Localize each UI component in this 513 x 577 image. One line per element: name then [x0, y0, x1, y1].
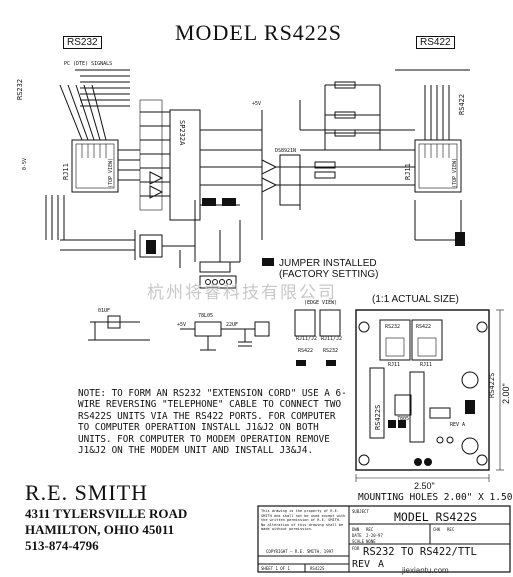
title-block-desc-label: FOR	[352, 546, 360, 551]
capacitor-c1-label: 22UF	[226, 322, 239, 328]
title-block-date-value: 2-20-97	[366, 533, 383, 538]
rs232-small-label: RS232	[323, 348, 339, 354]
title-block-desc: RS232 TO RS422/TTL	[363, 546, 477, 558]
board-rj11-a-label: RJ11	[388, 362, 401, 368]
company-address-1: 4311 TYLERSVILLE ROAD	[25, 506, 188, 521]
sp232a-label: SP232A	[178, 120, 186, 146]
board-outline	[355, 309, 490, 471]
ds8921n-label: DS8921N	[275, 148, 297, 154]
title-block-rev-value: A	[378, 559, 385, 570]
board-7805-label: 7805	[397, 416, 410, 422]
company-name: R.E. SMITH	[25, 480, 149, 505]
jumper-j1	[202, 198, 216, 206]
top-view-left-label: (TOP VIEW)	[108, 157, 114, 188]
sp232a-chip	[169, 109, 201, 221]
capacitor-c2-label: 01UF	[98, 308, 111, 314]
board-rs232-label: RS232	[385, 324, 401, 330]
title-block-copyright: COPYRIGHT — R.E. SMITH, 1997	[266, 549, 334, 554]
edge-view-label: (EDGE VIEW)	[304, 300, 338, 306]
pc-signals-label: PC (DTE) SIGNALS	[64, 61, 113, 67]
ds8921n-chip	[279, 154, 301, 206]
rj11-right-label: RJ11	[404, 163, 412, 180]
jumper-j2	[222, 198, 236, 206]
mounting-holes-label: MOUNTING HOLES 2.00" X 1.50"	[358, 492, 513, 503]
vcc-label-2: +5V	[177, 322, 187, 328]
page-title: MODEL RS422S	[175, 20, 343, 45]
jumper-legend-line2: (FACTORY SETTING)	[279, 269, 379, 280]
title-block-dwg: RS422S	[310, 566, 325, 571]
title-block-subject: MODEL RS422S	[394, 510, 478, 524]
actual-size-label: (1:1 ACTUAL SIZE)	[372, 294, 459, 305]
rs422-small-label: RS422	[298, 348, 314, 354]
company-block: R.E. SMITH 4311 TYLERSVILLE ROAD HAMILTO…	[25, 480, 187, 554]
board-left-label: RS422S	[374, 404, 382, 430]
title-block-scale-value: NONE	[366, 539, 376, 544]
rs422-port-label: RS422	[416, 36, 455, 49]
vcc-label-1: +5V	[252, 101, 262, 107]
jumper-legend-swatch	[262, 258, 274, 266]
title-block-rev-label: REV	[352, 559, 371, 570]
board-rs422-label: RS422	[416, 324, 432, 330]
title-block-subject-label: SUBJECT	[352, 509, 369, 514]
title-block	[257, 505, 511, 573]
board-rev-label: REV A	[450, 422, 466, 428]
regulator-label: 78L05	[198, 313, 214, 319]
side-rs232-label: RS232	[16, 78, 24, 100]
usage-note: NOTE: TO FORM AN RS232 "EXTENSION CORD" …	[78, 388, 347, 457]
company-address-2: HAMILTON, OHIO 45011	[25, 522, 175, 537]
board-width-dim: 2.50"	[414, 481, 435, 491]
title-block-dwn-value: REC	[366, 527, 374, 532]
top-view-right-label: (TOP VIEW)	[452, 157, 458, 188]
board-height-dim: 2.00"	[501, 383, 511, 404]
jumper-j4	[455, 232, 465, 246]
rj11-pair-label-b: RJ11/J2	[321, 336, 343, 342]
board-rj11-b-label: RJ11	[420, 362, 433, 368]
title-block-chk-label: CHK	[433, 527, 441, 532]
site-brand: jiexiantu.com	[402, 566, 449, 575]
rj11-pair-label-a: RJ11/J2	[296, 336, 318, 342]
jumper-j3	[146, 240, 156, 254]
rj11-left-label: RJ11	[62, 163, 70, 180]
title-block-notice: This drawing is the property of R.E. SMI…	[261, 509, 346, 532]
jumper-legend-line1: JUMPER INSTALLED	[279, 258, 377, 269]
rj11-left-connector	[71, 139, 119, 193]
title-block-chk-value: REC	[447, 527, 455, 532]
jumper-legend: JUMPER INSTALLED (FACTORY SETTING)	[279, 258, 378, 280]
company-phone: 513-874-4796	[25, 538, 99, 553]
power-input-label: 0-5V	[22, 157, 28, 170]
rs232-port-label: RS232	[63, 36, 102, 49]
rj11-right-connector	[414, 139, 462, 193]
watermark-text: 杭州将睿科技有限公司	[147, 283, 337, 303]
side-rs422-label: RS422	[458, 93, 466, 115]
board-side-label: RS422S	[488, 372, 496, 398]
title-block-sheet: SHEET 1 OF 1	[261, 566, 290, 571]
title-block-scale-label: SCALE	[352, 539, 365, 544]
title-block-dwn-label: DWN	[352, 527, 360, 532]
title-block-date-label: DATE	[352, 533, 362, 538]
